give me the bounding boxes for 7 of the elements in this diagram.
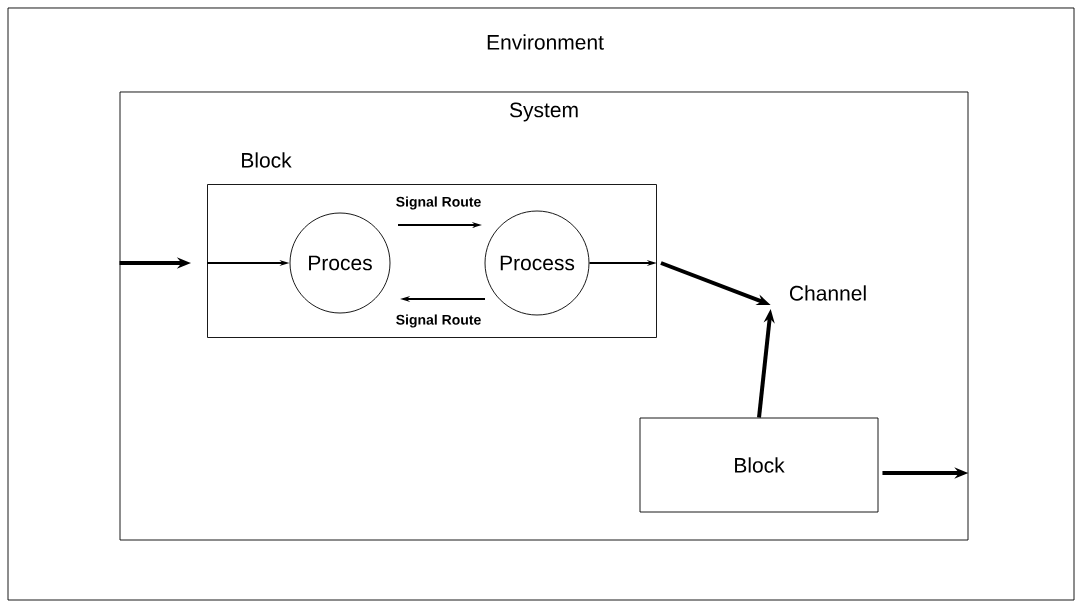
block-box: Block: [639, 417, 879, 513]
edge-label: Signal Route: [396, 314, 481, 328]
heading: Environment: [487, 34, 604, 50]
heading: Block: [242, 152, 292, 168]
heading: System: [509, 102, 578, 122]
edge-label: Signal Route: [396, 196, 481, 210]
channel-label: Channel: [789, 285, 866, 301]
